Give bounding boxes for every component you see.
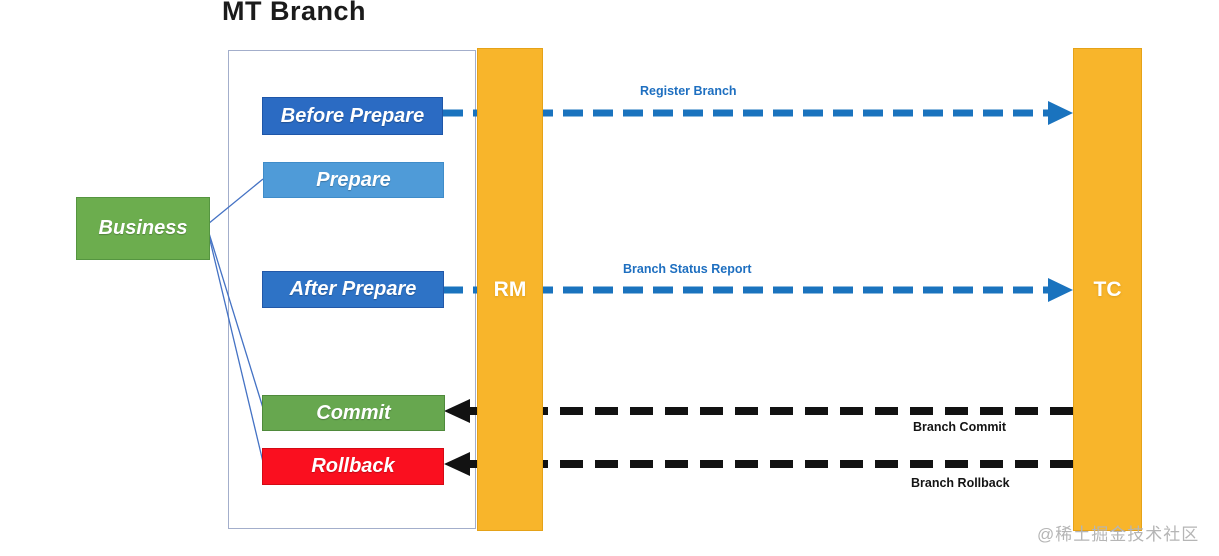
diagram-title: MT Branch [222,0,367,26]
step-rollback-label: Rollback [311,455,395,477]
lane-tc: TC [1073,48,1142,531]
step-after-prepare: After Prepare [262,271,444,308]
step-commit-label: Commit [316,401,391,424]
step-commit: Commit [262,395,445,431]
lane-rm-label: RM [493,277,527,301]
message-label-branch-status-report: Branch Status Report [623,262,752,276]
watermark-text: @稀土掘金技术社区 [1037,525,1200,544]
message-label-register-branch: Register Branch [640,84,737,98]
arrowhead-register-branch [1048,101,1073,125]
arrowhead-branch-status-report [1048,278,1073,302]
box-business: Business [76,197,210,260]
lane-tc-label: TC [1093,277,1122,301]
step-rollback: Rollback [262,448,444,485]
message-label-branch-commit: Branch Commit [913,420,1007,434]
connector-business-to-rollback [208,235,264,463]
step-before-prepare-label: Before Prepare [280,104,425,127]
step-prepare: Prepare [263,162,444,198]
connector-business-to-commit [207,229,264,409]
arrowhead-branch-rollback [444,452,470,476]
box-business-label: Business [98,217,188,239]
step-prepare-label: Prepare [316,168,391,191]
arrowhead-branch-commit [444,399,470,423]
lane-rm: RM [477,48,543,531]
step-before-prepare: Before Prepare [262,97,443,135]
step-after-prepare-label: After Prepare [289,278,417,300]
message-label-branch-rollback: Branch Rollback [911,476,1010,490]
connector-business-to-prepare [207,178,264,225]
